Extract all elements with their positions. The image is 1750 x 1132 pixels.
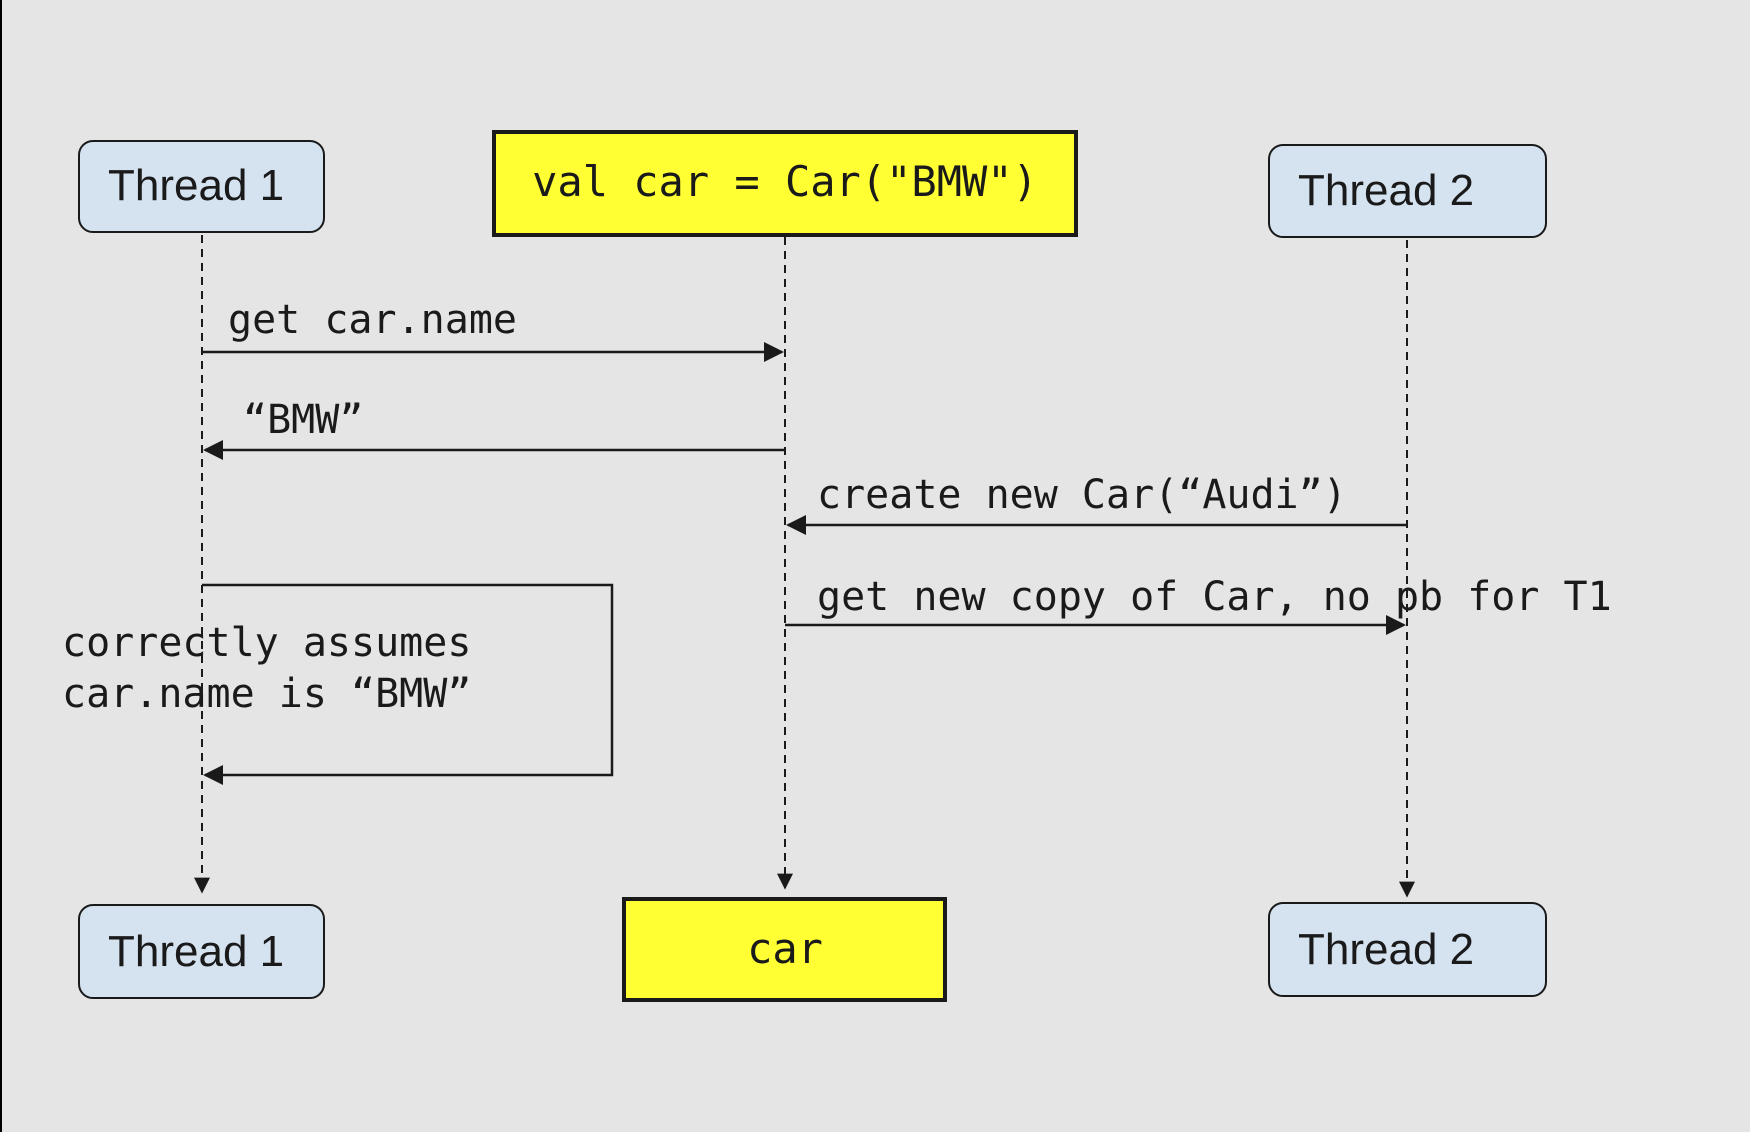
participant-car-bottom: car [622, 897, 947, 1002]
participant-thread2-bottom-label: Thread 2 [1298, 925, 1474, 974]
participant-thread2-top: Thread 2 [1268, 144, 1547, 238]
self-message-thread1: correctly assumes car.name is “BMW” [62, 583, 614, 785]
message-create-new-car-label: create new Car(“Audi”) [817, 472, 1347, 518]
self-note-line1: correctly assumes [62, 620, 471, 666]
participant-thread1-bottom: Thread 1 [78, 904, 325, 999]
participant-thread1-top: Thread 1 [78, 140, 325, 233]
message-bmw-return-label: “BMW” [243, 397, 363, 443]
message-get-car-name-label: get car.name [228, 297, 517, 343]
message-get-new-copy: get new copy of Car, no pb for T1 [785, 574, 1612, 635]
message-get-new-copy-label: get new copy of Car, no pb for T1 [817, 574, 1612, 620]
participant-thread1-top-label: Thread 1 [108, 161, 284, 210]
participant-car-bottom-label: car [747, 924, 823, 973]
participant-car-top: val car = Car("BMW") [492, 130, 1078, 237]
participant-car-top-label: val car = Car("BMW") [532, 157, 1038, 206]
self-note-line2: car.name is “BMW” [62, 671, 471, 717]
participant-thread2-top-label: Thread 2 [1298, 166, 1474, 215]
message-get-car-name: get car.name [202, 297, 784, 362]
participant-thread1-bottom-label: Thread 1 [108, 927, 284, 976]
participant-thread2-bottom: Thread 2 [1268, 902, 1547, 997]
message-create-new-car: create new Car(“Audi”) [786, 472, 1407, 535]
message-bmw-return: “BMW” [203, 397, 785, 460]
